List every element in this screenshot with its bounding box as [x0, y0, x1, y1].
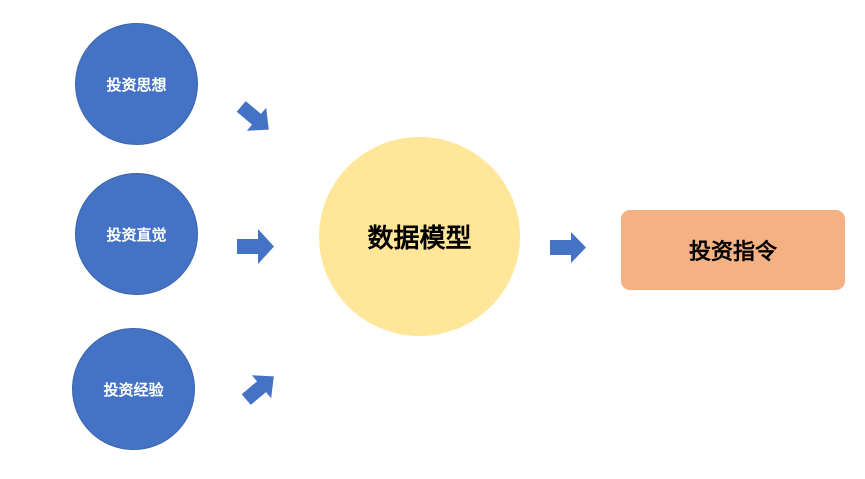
node-label: 数据模型: [367, 224, 472, 254]
node-label: 投资直觉: [106, 225, 167, 244]
arrow-right-icon: [550, 232, 586, 263]
input-node-investment-thinking: 投资思想: [75, 23, 198, 145]
data-model-node: 数据模型: [319, 137, 520, 336]
input-node-investment-experience: 投资经验: [72, 328, 195, 450]
node-label: 投资思想: [106, 75, 167, 94]
arrow-right-icon: [237, 229, 274, 264]
node-label: 投资经验: [103, 380, 164, 399]
arrow-down-right-icon: [236, 101, 269, 131]
node-label: 投资指令: [688, 240, 777, 265]
arrow-up-right-icon: [241, 375, 274, 405]
investment-instruction-node: 投资指令: [621, 210, 845, 290]
input-node-investment-intuition: 投资直觉: [75, 173, 198, 295]
